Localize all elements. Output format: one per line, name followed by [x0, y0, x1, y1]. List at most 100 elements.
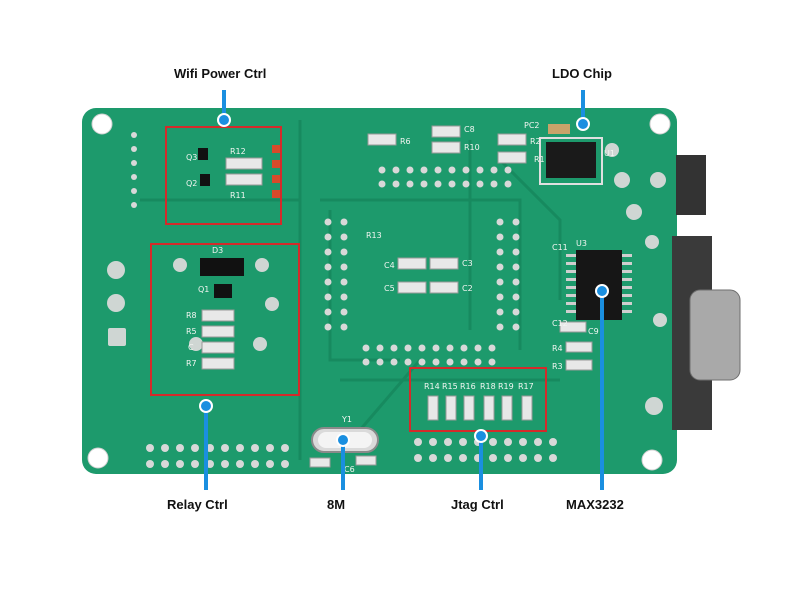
silk-r17: R17 — [518, 382, 534, 391]
silk-c6: C6 — [344, 465, 355, 474]
grid-pin — [420, 166, 428, 174]
relay-components — [200, 258, 244, 370]
header-pin — [281, 460, 289, 468]
grid-pin — [496, 218, 504, 226]
grid-pin — [340, 233, 348, 241]
grid-pin — [432, 358, 440, 366]
grid-pin — [340, 248, 348, 256]
grid-pin — [490, 180, 498, 188]
grid-pin — [324, 323, 332, 331]
chip-pin — [566, 302, 576, 305]
header-pin — [146, 444, 154, 452]
silk-u1: U1 — [604, 149, 615, 158]
label-wifi-power-ctrl: Wifi Power Ctrl — [174, 66, 267, 81]
grid-pin — [460, 344, 468, 352]
silk-q1: Q1 — [198, 285, 209, 294]
grid-pin — [390, 358, 398, 366]
silk-c5: C5 — [384, 284, 395, 293]
grid-pin — [340, 308, 348, 316]
silk-r3: R3 — [552, 362, 563, 371]
top-components — [367, 124, 603, 185]
grid-pin — [512, 323, 520, 331]
header-pin — [176, 444, 184, 452]
silk-c2: C2 — [462, 284, 473, 293]
grid-pin — [406, 166, 414, 174]
serial-connector — [672, 155, 741, 430]
header-pin — [414, 438, 422, 446]
grid-pin — [448, 166, 456, 174]
jtag-resistors — [427, 395, 533, 421]
silk-q3: Q3 — [186, 153, 197, 162]
label-relay-ctrl: Relay Ctrl — [167, 497, 228, 512]
header-pin — [504, 438, 512, 446]
grid-pin — [448, 180, 456, 188]
silk-c12: C12 — [552, 319, 568, 328]
relay-highlight-box — [150, 243, 300, 396]
grid-pin — [476, 166, 484, 174]
grid-pin — [404, 344, 412, 352]
label-jtag-ctrl: Jtag Ctrl — [451, 497, 504, 512]
chip-pin — [566, 294, 576, 297]
header-pin — [266, 444, 274, 452]
header-pin — [414, 454, 422, 462]
silk-y1: Y1 — [341, 415, 352, 424]
silk-q2: Q2 — [186, 179, 197, 188]
jtag-pin-header — [414, 438, 557, 462]
header-pin — [251, 444, 259, 452]
callout-lines — [204, 90, 604, 490]
grid-pin — [392, 166, 400, 174]
silk-c9: C9 — [588, 327, 599, 336]
grid-pin — [418, 358, 426, 366]
grid-pin — [390, 344, 398, 352]
silk-r8: R8 — [186, 311, 197, 320]
header-pin — [221, 460, 229, 468]
callout-dot-jtag — [474, 429, 488, 443]
header-pin — [519, 454, 527, 462]
grid-pin — [392, 180, 400, 188]
silk-r15: R15 — [442, 382, 458, 391]
grid-pin — [434, 166, 442, 174]
column-pin — [131, 146, 137, 152]
grid-pin — [512, 218, 520, 226]
bottom-pin-header — [146, 444, 289, 468]
header-pin — [161, 460, 169, 468]
grid-pin — [512, 263, 520, 271]
grid-pin — [340, 293, 348, 301]
grid-pin — [378, 180, 386, 188]
chip-pin — [622, 294, 632, 297]
grid-pin — [340, 218, 348, 226]
chip-pin — [622, 262, 632, 265]
grid-pin — [432, 344, 440, 352]
label-8m: 8M — [327, 497, 346, 512]
silk-r10: R10 — [464, 143, 480, 152]
silk-r2: R2 — [530, 137, 541, 146]
mounting-hole — [87, 447, 109, 469]
chip-pin — [622, 286, 632, 289]
header-pin — [221, 444, 229, 452]
silk-c: C — [188, 343, 194, 352]
header-pin — [191, 460, 199, 468]
grid-pin — [488, 358, 496, 366]
center-pin-grid — [324, 166, 520, 366]
header-pin — [519, 438, 527, 446]
silk-d3: D3 — [212, 246, 223, 255]
grid-pin — [504, 166, 512, 174]
grid-pin — [418, 344, 426, 352]
grid-pin — [362, 344, 370, 352]
grid-pin — [462, 166, 470, 174]
header-pin — [549, 454, 557, 462]
grid-pin — [504, 180, 512, 188]
label-ldo-chip: LDO Chip — [552, 66, 612, 81]
header-pin — [429, 454, 437, 462]
column-pin — [131, 174, 137, 180]
grid-pin — [324, 218, 332, 226]
header-pin — [429, 438, 437, 446]
mounting-hole — [649, 113, 671, 135]
label-max3232: MAX3232 — [566, 497, 624, 512]
silk-r4: R4 — [552, 344, 563, 353]
callout-dot-wifi — [217, 113, 231, 127]
grid-pin — [324, 278, 332, 286]
grid-pin — [496, 323, 504, 331]
silk-pc2: PC2 — [524, 121, 540, 130]
